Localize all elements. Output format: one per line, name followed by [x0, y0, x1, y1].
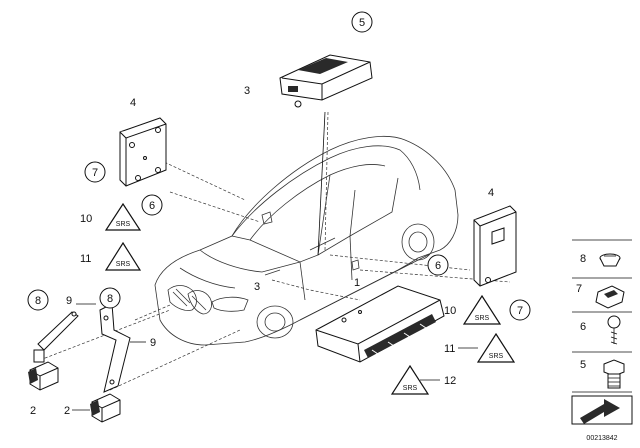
- part-bolt-5: [603, 359, 625, 389]
- label-10-right: 10: [444, 305, 456, 317]
- part-sensor-upper: [28, 361, 59, 391]
- warning-label-11-left: SRS: [104, 241, 142, 271]
- label-11-left: 11: [80, 253, 91, 265]
- callout-5-top: 5: [359, 17, 365, 29]
- part-sensor-lower: [90, 393, 121, 423]
- part-bracket-left: [119, 117, 167, 187]
- warning-label-10-right: SRS: [462, 294, 502, 325]
- part-airbag-control-unit: [279, 54, 373, 108]
- part-bracket-right: [473, 205, 517, 287]
- callout-7-right: 7: [517, 305, 523, 317]
- label-4-left: 4: [130, 97, 136, 109]
- svg-text:SRS: SRS: [116, 221, 131, 228]
- label-10-left: 10: [80, 213, 92, 225]
- callout-6-right: 6: [435, 260, 441, 272]
- label-1: 1: [354, 277, 360, 289]
- svg-text:SRS: SRS: [489, 353, 504, 360]
- callout-8-mid: 8: [107, 293, 113, 305]
- label-9-right: 9: [150, 337, 156, 349]
- part-bracket-9-left: [33, 311, 79, 363]
- warning-label-10-left: SRS: [104, 202, 142, 231]
- car-outline: [154, 135, 459, 346]
- callout-circles: 5 7 6 8 8 6 7: [27, 11, 531, 321]
- label-2-left: 2: [30, 405, 36, 417]
- label-11-right: 11: [444, 343, 455, 355]
- part-screw-6: [607, 315, 621, 345]
- warning-label-11-right: SRS: [476, 332, 516, 363]
- warning-label-12: SRS: [390, 364, 430, 395]
- label-9-left: 9: [66, 295, 72, 307]
- label-4-right: 4: [488, 187, 494, 199]
- part-bracket-9-right: [99, 303, 131, 393]
- label-3-mid: 3: [254, 281, 260, 293]
- label-5-right: 5: [580, 359, 586, 371]
- right-column-separators: [572, 239, 632, 393]
- part-control-module: [315, 285, 445, 363]
- part-nut-7: [595, 285, 625, 309]
- label-3-top: 3: [244, 85, 250, 97]
- part-clip-8: [599, 253, 621, 267]
- callout-7-left: 7: [92, 167, 98, 179]
- label-leaders: [72, 303, 478, 411]
- callout-8-left: 8: [35, 295, 41, 307]
- diagram-id: 00213842: [586, 435, 617, 442]
- svg-text:SRS: SRS: [475, 315, 490, 322]
- callout-6-left: 6: [149, 200, 155, 212]
- label-6-right: 6: [580, 321, 586, 333]
- svg-text:SRS: SRS: [116, 261, 131, 268]
- svg-text:SRS: SRS: [403, 385, 418, 392]
- reference-arrow-box: [571, 395, 633, 425]
- label-2-mid: 2: [64, 405, 70, 417]
- number-labels: 4 3 10 11 4 3 1 9 9 10 11 12 2 2 8 7 6 5: [30, 85, 586, 417]
- label-7-right: 7: [576, 283, 582, 295]
- label-8-right: 8: [580, 253, 586, 265]
- label-12: 12: [444, 375, 456, 387]
